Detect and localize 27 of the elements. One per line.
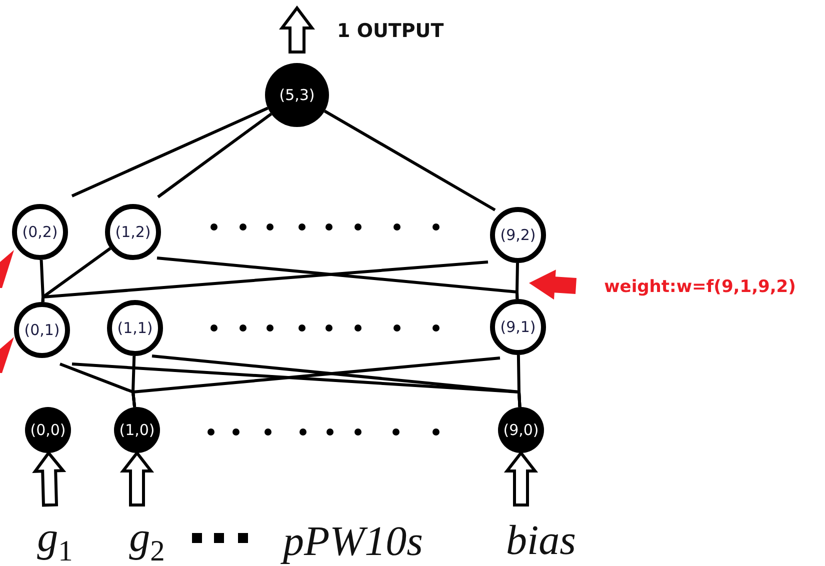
annotation-text: weight:w=f(9,1,9,2): [584, 275, 816, 299]
neuron-circle: (9,2): [490, 207, 546, 263]
neuron-circle: (1,1): [107, 300, 163, 356]
filled-node-circle: (0,0): [25, 407, 71, 453]
connection-line: [324, 110, 496, 212]
neuron-circle: (9,1): [490, 299, 546, 355]
input-label: g$_{2}$: [122, 516, 172, 566]
block-arrow: [504, 450, 538, 506]
filled-node-circle: (5,3): [265, 63, 329, 127]
filled-node-circle: (1,0): [114, 407, 160, 453]
block-arrow: [120, 450, 154, 506]
input-label: pPW10s: [283, 518, 423, 566]
input-label: bias: [496, 516, 586, 566]
block-arrow: [279, 6, 315, 54]
filled-node-circle: (9,0): [498, 407, 544, 453]
connection-line: [516, 262, 519, 300]
neuron-circle: (1,2): [105, 204, 161, 260]
connection-line: [516, 354, 522, 408]
connection-line: [157, 112, 272, 198]
connection-line: [41, 260, 488, 302]
neuron-circle: (0,1): [14, 302, 70, 358]
output-label: 1 OUTPUT: [337, 20, 444, 42]
block-arrow: [32, 450, 66, 507]
input-label: g$_{1}$: [30, 516, 80, 566]
block-arrow: [529, 270, 576, 300]
neuron-circle: (0,2): [12, 204, 68, 260]
connection-line: [71, 106, 268, 198]
